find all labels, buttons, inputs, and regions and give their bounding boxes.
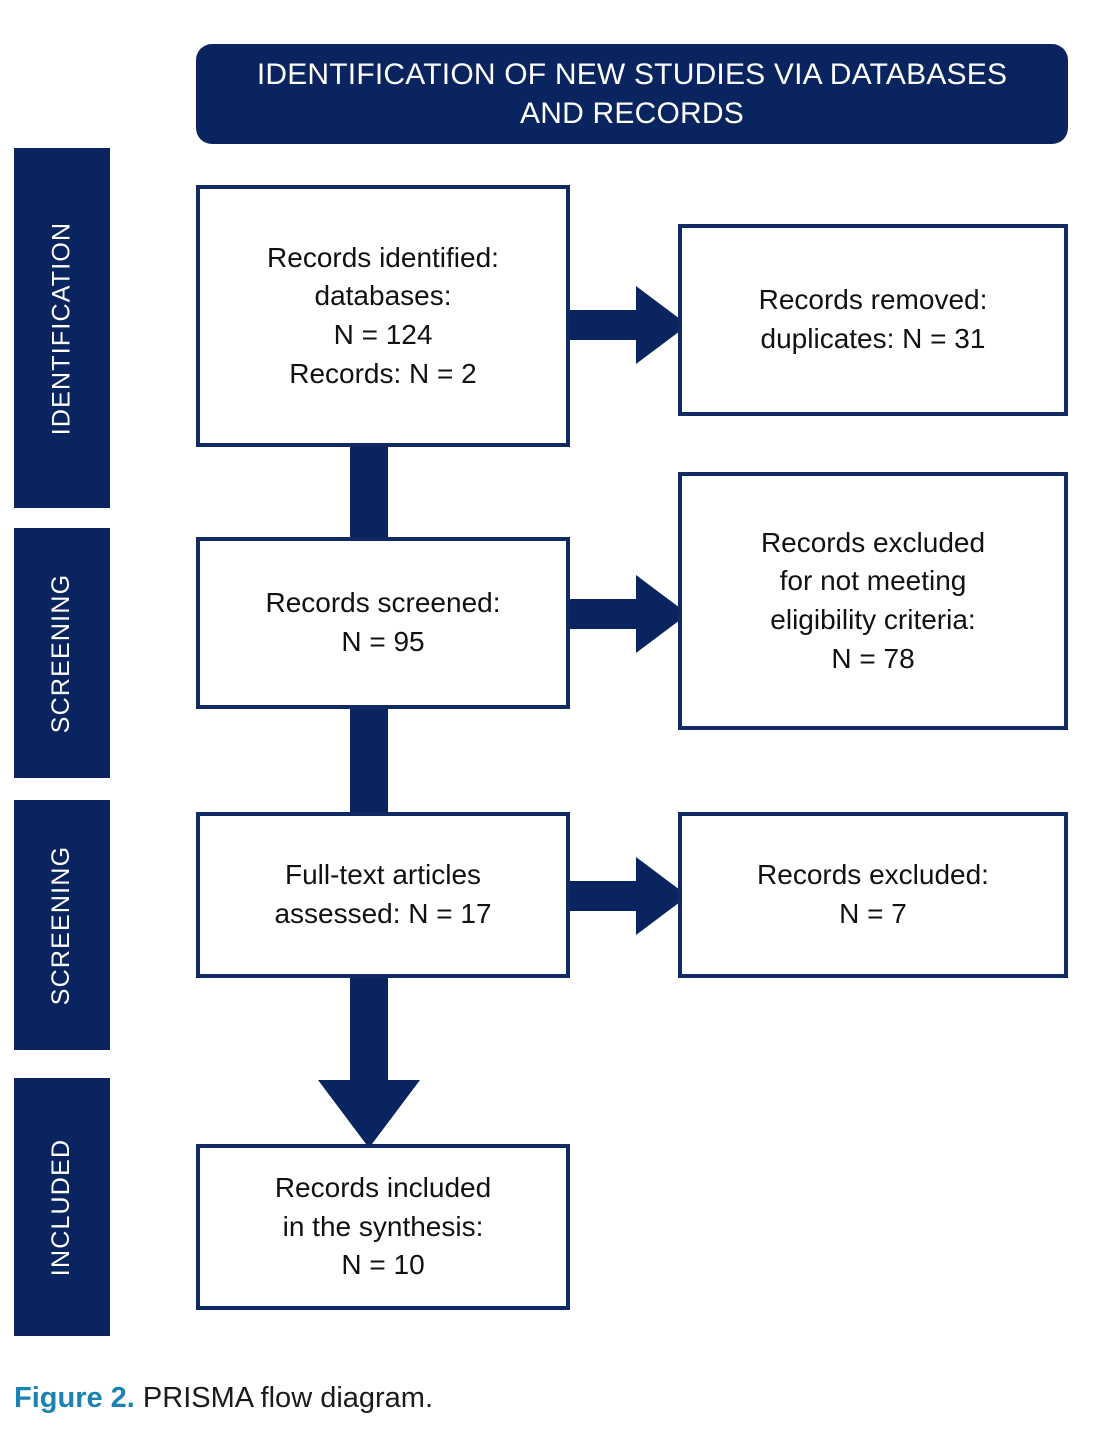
box-records-removed: Records removed: duplicates: N = 31 xyxy=(678,224,1068,416)
diagram-header-banner: IDENTIFICATION OF NEW STUDIES VIA DATABA… xyxy=(196,44,1068,144)
connector-identified-to-screened xyxy=(350,440,388,545)
stage-bar-screening-2-label: SCREENING xyxy=(47,845,76,1005)
arrow-right-screened-to-excluded-criteria xyxy=(562,575,688,653)
box-records-identified: Records identified: databases: N = 124 R… xyxy=(196,185,570,447)
header-title: IDENTIFICATION OF NEW STUDIES VIA DATABA… xyxy=(256,58,1008,130)
figure-caption: Figure 2. PRISMA flow diagram. xyxy=(14,1382,433,1415)
stage-bar-included: INCLUDED xyxy=(14,1078,110,1336)
figure-caption-label: Figure 2. xyxy=(14,1382,135,1414)
arrow-right-fulltext-to-excluded-fulltext xyxy=(562,857,688,935)
arrow-down-fulltext-to-included xyxy=(318,970,420,1148)
box-records-identified-text: Records identified: databases: N = 124 R… xyxy=(267,241,499,389)
stage-bar-identification: IDENTIFICATION xyxy=(14,148,110,508)
box-records-excluded-fulltext-text: Records excluded: N = 7 xyxy=(757,859,989,929)
figure-caption-text: PRISMA flow diagram. xyxy=(134,1382,434,1414)
box-records-screened: Records screened: N = 95 xyxy=(196,537,570,709)
box-records-included-text: Records included in the synthesis: N = 1… xyxy=(274,1172,492,1281)
box-records-excluded-fulltext: Records excluded: N = 7 xyxy=(678,812,1068,978)
stage-bar-screening-1: SCREENING xyxy=(14,528,110,778)
box-fulltext-articles-assessed-text: Full-text articles assessed: N = 17 xyxy=(274,859,492,929)
stage-bar-identification-label: IDENTIFICATION xyxy=(47,221,76,435)
box-records-removed-text: Records removed: duplicates: N = 31 xyxy=(758,284,988,354)
stage-bar-screening-2: SCREENING xyxy=(14,800,110,1050)
arrow-right-identified-to-removed xyxy=(562,286,688,364)
box-fulltext-articles-assessed: Full-text articles assessed: N = 17 xyxy=(196,812,570,978)
box-records-excluded-criteria: Records excluded for not meeting eligibi… xyxy=(678,472,1068,730)
box-records-excluded-criteria-text: Records excluded for not meeting eligibi… xyxy=(760,526,986,674)
connector-screened-to-fulltext xyxy=(350,702,388,820)
stage-bar-screening-1-label: SCREENING xyxy=(47,573,76,733)
stage-bar-included-label: INCLUDED xyxy=(47,1138,76,1276)
box-records-included: Records included in the synthesis: N = 1… xyxy=(196,1144,570,1310)
box-records-screened-text: Records screened: N = 95 xyxy=(265,587,501,657)
